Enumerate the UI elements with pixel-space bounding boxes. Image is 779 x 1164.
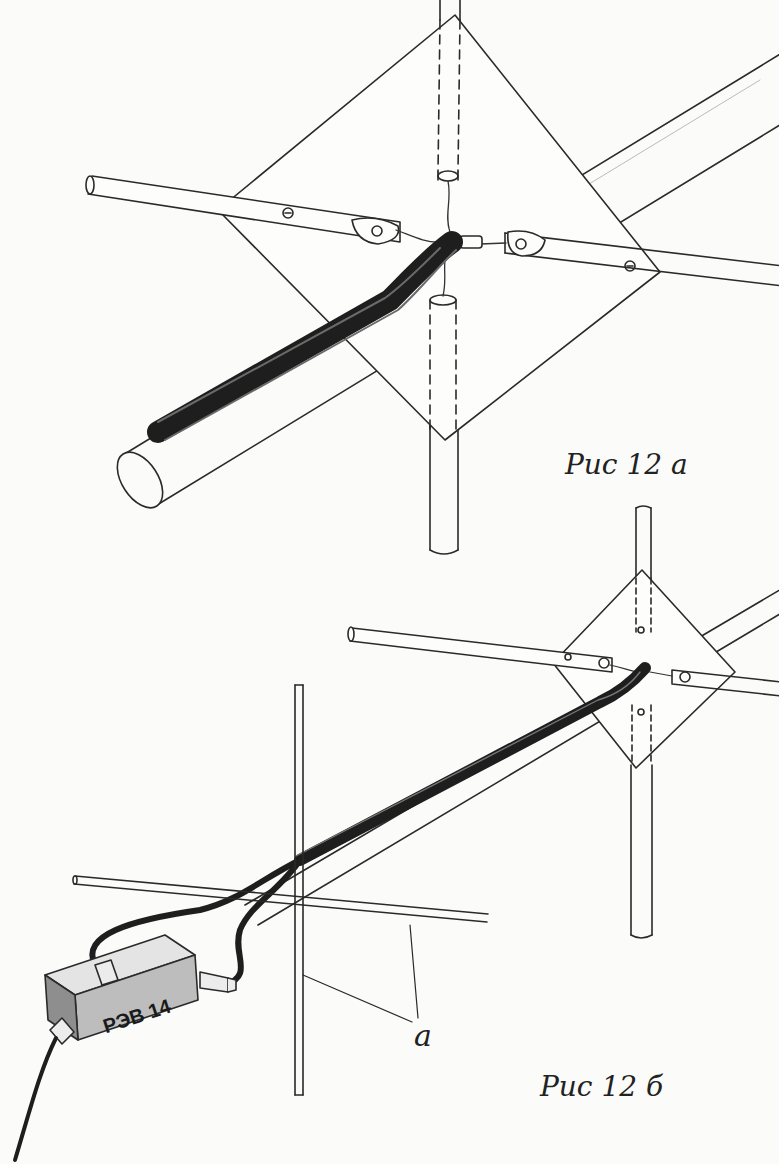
dipole-arm	[505, 231, 779, 288]
hidden-tube	[430, 20, 460, 430]
dipole-arm	[348, 627, 612, 672]
feeder-cable	[92, 668, 645, 985]
feeder-cable	[158, 242, 456, 440]
connector-plug	[50, 960, 236, 1044]
figure-label: Рис 12 а	[565, 448, 688, 481]
figure-label: Рис 12 б	[540, 1070, 663, 1103]
crossed-rods	[73, 685, 488, 1095]
dipole-arm	[86, 176, 400, 244]
dipole-arm	[672, 670, 779, 698]
boom-tube	[245, 578, 779, 925]
callout-letter: а	[414, 1018, 432, 1053]
insulating-plate	[218, 15, 660, 440]
